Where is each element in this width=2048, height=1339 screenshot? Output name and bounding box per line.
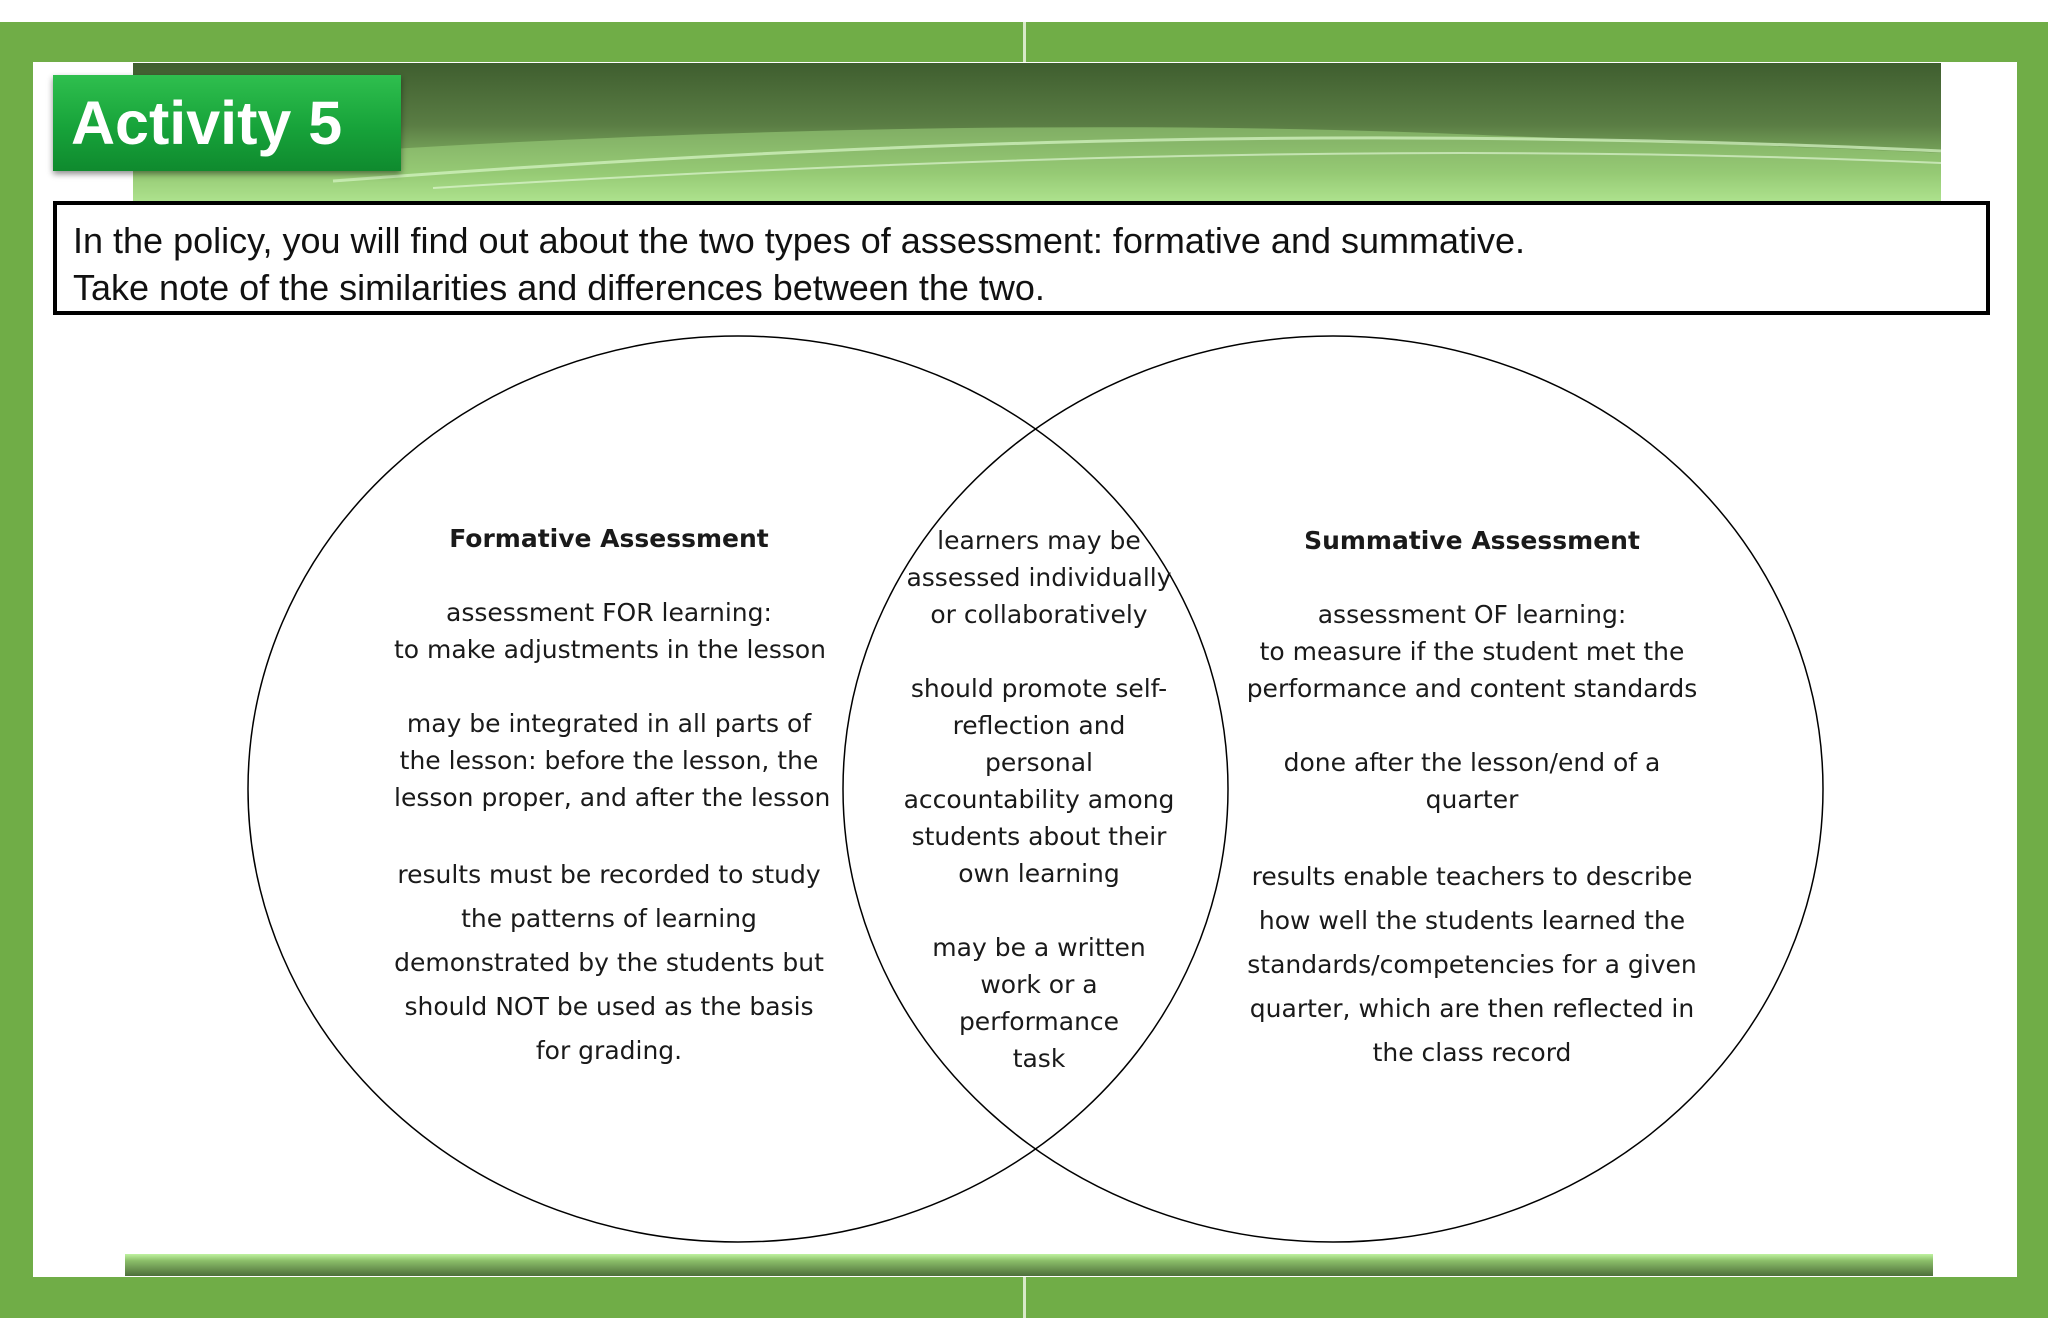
formative-text-block: Formative Assessment assessment FOR lear… [394, 520, 831, 1073]
instruction-box: In the policy, you will find out about t… [53, 201, 1990, 315]
formative-line: should NOT be used as the basis [404, 992, 814, 1021]
activity-title-text: Activity 5 [71, 89, 343, 157]
summative-line: quarter, which are then reflected in [1249, 994, 1695, 1023]
activity-title: Activity 5 [53, 75, 401, 171]
formative-line: for grading. [535, 1036, 683, 1065]
formative-line: results must be recorded to study [397, 860, 821, 889]
title-banner [133, 63, 1941, 201]
overlap-text-block: learners may be assessed individually or… [880, 522, 1198, 1077]
venn-circle-summative [842, 335, 1824, 1243]
overlap-line: reflection and [952, 711, 1126, 740]
frame-left [0, 22, 33, 1318]
venn-circle-formative [247, 335, 1229, 1243]
summative-line: performance and content standards [1246, 674, 1698, 703]
frame-bottom-divider [1023, 1277, 1026, 1318]
overlap-line: should promote self- [910, 674, 1168, 703]
summative-line: the class record [1372, 1038, 1572, 1067]
instruction-line-2: Take note of the similarities and differ… [73, 267, 1045, 308]
overlap-line: work or a [980, 970, 1098, 999]
overlap-line: performance [958, 1007, 1120, 1036]
overlap-line: personal [985, 748, 1093, 777]
frame-top-divider [1023, 22, 1026, 62]
formative-line: demonstrated by the students but [394, 948, 824, 977]
overlap-line: own learning [958, 859, 1120, 888]
summative-line: how well the students learned the [1258, 906, 1686, 935]
summative-text-block: Summative Assessment assessment OF learn… [1245, 522, 1699, 1075]
overlap-line: may be a written [932, 933, 1146, 962]
instruction-line-1: In the policy, you will find out about t… [73, 220, 1526, 261]
bottom-decorative-bar [125, 1254, 1933, 1276]
summative-line: results enable teachers to describe [1251, 862, 1693, 891]
overlap-line: students about their [911, 822, 1167, 851]
overlap-line: learners may be [937, 526, 1141, 555]
banner-swoosh-decoration [133, 127, 1941, 201]
overlap-line: accountability among [903, 785, 1175, 814]
summative-line: to measure if the student met the [1259, 637, 1685, 666]
formative-line: assessment FOR learning: [446, 598, 772, 627]
summative-line: done after the lesson/end of a [1283, 748, 1661, 777]
frame-right [2017, 22, 2048, 1318]
overlap-line: or collaboratively [930, 600, 1148, 629]
formative-line: the patterns of learning [461, 904, 757, 933]
formative-heading: Formative Assessment [449, 524, 769, 553]
formative-line: to make adjustments in the lesson [394, 635, 827, 664]
summative-line: assessment OF learning: [1317, 600, 1627, 629]
summative-line: quarter [1425, 785, 1519, 814]
overlap-line: task [1012, 1044, 1066, 1073]
formative-line: may be integrated in all parts of [406, 709, 812, 738]
overlap-line: assessed individually [906, 563, 1172, 592]
formative-line: the lesson: before the lesson, the [399, 746, 819, 775]
summative-heading: Summative Assessment [1304, 526, 1640, 555]
formative-line: lesson proper, and after the lesson [394, 783, 831, 812]
summative-line: standards/competencies for a given [1247, 950, 1697, 979]
